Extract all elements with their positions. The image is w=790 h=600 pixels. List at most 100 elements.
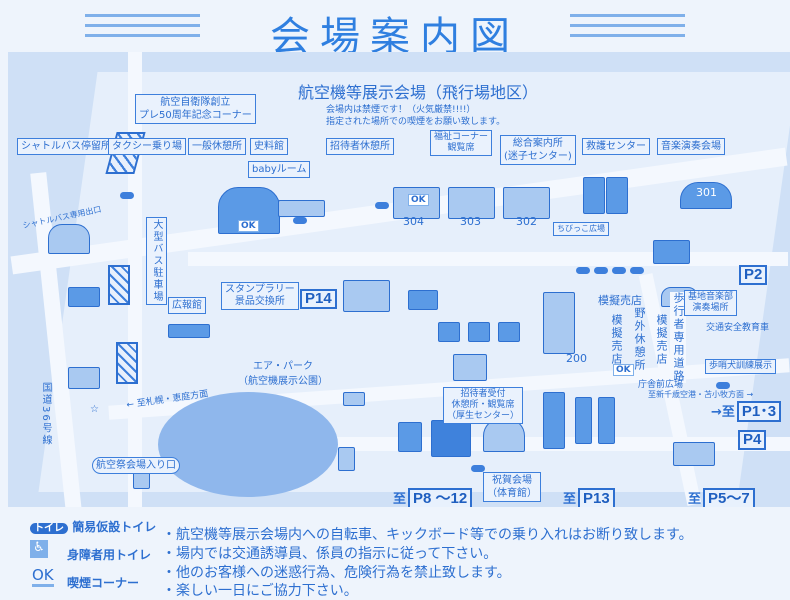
header-stripe xyxy=(85,24,200,27)
route-36-label: 国道36号線 xyxy=(40,382,51,447)
header-stripe xyxy=(570,34,685,37)
pedestrian-road-label: 歩行者専用道路 xyxy=(670,292,686,383)
building-number: 301 xyxy=(696,186,717,199)
label-line: 福祉コーナー xyxy=(434,132,489,142)
label-line: (迷子センター) xyxy=(504,151,572,162)
legend-label: 簡易仮設トイレ xyxy=(72,520,157,534)
legend-toilet: トイレ 簡易仮設トイレ xyxy=(30,518,156,535)
traffic-safety-car-label: 交通安全教育車 xyxy=(706,323,770,333)
building xyxy=(48,224,90,254)
to-prefix: 至 xyxy=(688,492,702,507)
first-aid-center-label: 救護センター xyxy=(582,138,650,155)
welfare-seats-label: 福祉コーナー観覧席 xyxy=(430,130,493,156)
building xyxy=(653,240,690,264)
shop-label: 模擬売店 xyxy=(610,314,623,366)
building xyxy=(133,472,150,489)
information-center-label: 総合案内所 (迷子センター) xyxy=(500,135,576,165)
parking-p4: P4 xyxy=(738,430,767,450)
toilet-icon xyxy=(630,267,644,274)
header-stripe xyxy=(85,34,200,37)
building-302 xyxy=(503,187,550,219)
entrance-star-icon: ☆ xyxy=(90,404,99,415)
building xyxy=(438,322,460,342)
toilet-icon xyxy=(716,382,730,389)
toilet-icon: トイレ xyxy=(30,523,68,534)
parking-p2: P2 xyxy=(739,265,768,285)
parking-p14: P14 xyxy=(300,289,337,309)
large-bus-parking-area xyxy=(108,265,130,305)
label-line: プレ50周年記念コーナー xyxy=(139,110,252,121)
toilet-icon xyxy=(612,267,626,274)
label-line: 招待者受付 xyxy=(460,389,506,399)
building xyxy=(673,442,715,466)
building xyxy=(498,322,520,342)
shuttle-bus-stop-label: シャトルバス停留所 xyxy=(17,138,115,155)
pr-hall-building xyxy=(168,324,210,338)
label-line: 航空自衛隊創立 xyxy=(160,97,231,108)
label-line: 総合案内所 xyxy=(512,138,563,149)
pr-hall-label: 広報館 xyxy=(168,297,206,314)
note: ・他のお客様への迷惑行為、危険行為を禁止致します。 xyxy=(162,565,511,581)
label-line: 祝賀会場 xyxy=(492,475,532,486)
guest-reception-label: 招待者受付休憩所・観覧席（厚生センター） xyxy=(443,387,524,424)
wheelchair-icon: ♿ xyxy=(30,540,48,558)
legend-accessible-toilet: 身障者用トイレ xyxy=(67,548,152,562)
outdoor-rest-label: 野外休憩所 xyxy=(633,307,646,372)
smoking-notice: 会場内は禁煙です！（火気厳禁!!!!） xyxy=(326,105,476,115)
note: ・航空機等展示会場内への自転車、キックボード等での乗り入れはお断り致します。 xyxy=(162,527,693,543)
note: ・楽しい一日にご協力下さい。 xyxy=(162,583,358,599)
shop-label: 模擬売店 xyxy=(598,294,642,307)
toilet-icon xyxy=(594,267,608,274)
celebration-hall-label: 祝賀会場 （体育館） xyxy=(483,472,541,502)
label-line: 景品交換所 xyxy=(234,296,285,307)
to-airport-label: 至新千歳空港・苫小牧方面 → xyxy=(648,390,754,399)
general-rest-area-label: 一般休憩所 xyxy=(188,138,246,155)
label-line: 観覧席 xyxy=(447,143,475,153)
label-line: （厚生センター） xyxy=(447,411,520,421)
building xyxy=(468,322,490,342)
smoking-ok-icon: OK xyxy=(32,566,54,587)
guest-rest-area-label: 招待者休憩所 xyxy=(326,138,394,155)
first-aid-building xyxy=(583,177,605,214)
entrance-label[interactable]: 航空祭会場入り口 xyxy=(92,457,180,474)
air-park-grass xyxy=(158,392,338,497)
large-bus-parking-area xyxy=(116,342,138,384)
building-301 xyxy=(680,182,732,209)
building xyxy=(398,422,422,452)
label-line: 休憩所・観覧席 xyxy=(451,400,515,410)
music-venue-label: 音楽演奏会場 xyxy=(657,138,725,155)
building xyxy=(431,420,471,457)
venue-map: 航空機等展示会場（飛行場地区） 会場内は禁煙です！（火気厳禁!!!!） 指定され… xyxy=(8,52,790,507)
header-stripe xyxy=(570,14,685,17)
building xyxy=(408,290,438,310)
label-line: エア・パーク xyxy=(253,361,313,372)
toilet-icon xyxy=(293,217,307,224)
smoking-ok-icon: OK xyxy=(613,364,634,376)
stamp-rally-label: スタンプラリー景品交換所 xyxy=(221,282,299,310)
toilet-icon xyxy=(375,202,389,209)
building xyxy=(543,392,565,449)
label-line: （体育館） xyxy=(487,488,537,499)
toilet-icon xyxy=(120,192,134,199)
to-prefix: →至 xyxy=(711,405,735,420)
air-park-label: エア・パーク（航空機展示公園） xyxy=(238,357,328,387)
building xyxy=(343,280,390,312)
area-title: 航空機等展示会場（飛行場地区） xyxy=(298,83,539,102)
toilet-icon xyxy=(576,267,590,274)
building xyxy=(575,397,592,444)
first-aid-building xyxy=(606,177,628,214)
parking-p13: P13 xyxy=(578,488,615,507)
label-line: 演奏場所 xyxy=(692,303,729,313)
building xyxy=(598,397,615,444)
legend-smoking-corner: 喫煙コーナー xyxy=(67,576,140,590)
building xyxy=(68,367,100,389)
guest-reception-building xyxy=(453,354,487,381)
road xyxy=(188,252,788,266)
label-line: スタンプラリー xyxy=(225,284,295,295)
smoking-ok-icon: OK xyxy=(238,220,259,232)
building xyxy=(343,392,365,406)
